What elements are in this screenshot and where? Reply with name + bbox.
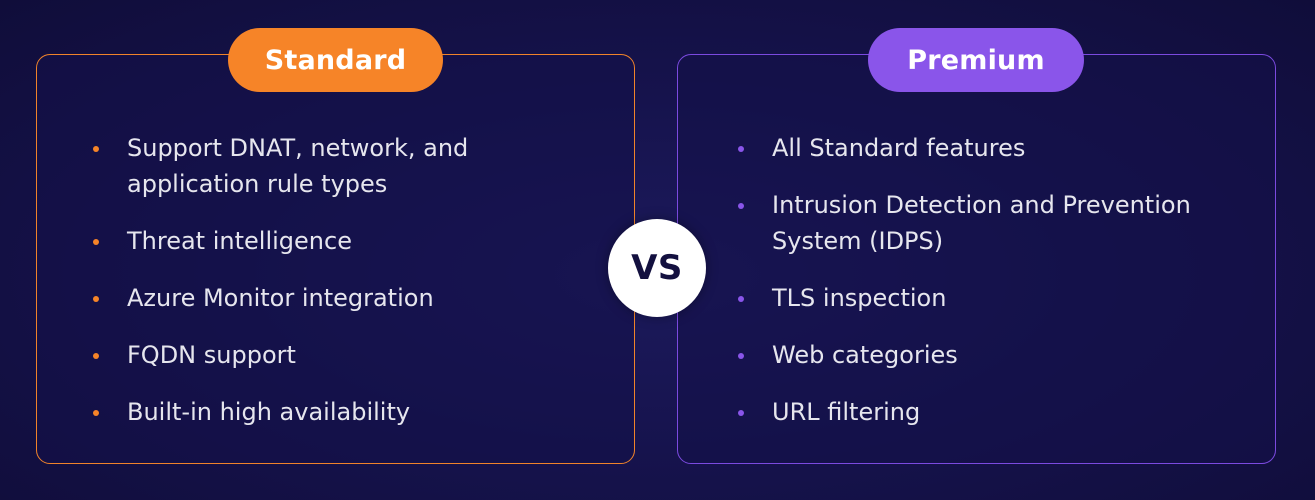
bullet-dot-icon xyxy=(93,296,99,302)
bullet-dot-icon xyxy=(738,146,744,152)
bullet-dot-icon xyxy=(93,353,99,359)
bullet-dot-icon xyxy=(738,353,744,359)
bullet-dot-icon xyxy=(93,146,99,152)
feature-text: Support DNAT, network, and application r… xyxy=(127,134,469,198)
premium-feature-item: TLS inspection xyxy=(738,280,1252,316)
feature-text: Web categories xyxy=(772,341,958,369)
bullet-dot-icon xyxy=(738,410,744,416)
standard-card: Support DNAT, network, and application r… xyxy=(36,54,635,464)
premium-feature-item: All Standard features xyxy=(738,130,1252,166)
bullet-dot-icon xyxy=(738,296,744,302)
bullet-dot-icon xyxy=(93,410,99,416)
standard-feature-list: Support DNAT, network, and application r… xyxy=(93,130,587,451)
standard-tier-badge: Standard xyxy=(228,28,443,92)
bullet-dot-icon xyxy=(738,203,744,209)
vs-badge: VS xyxy=(608,219,706,317)
feature-text: FQDN support xyxy=(127,341,296,369)
feature-text: Threat intelligence xyxy=(127,227,352,255)
feature-text: Intrusion Detection and Prevention Syste… xyxy=(772,191,1191,255)
feature-text: All Standard features xyxy=(772,134,1026,162)
standard-feature-item: Built-in high availability xyxy=(93,394,587,430)
premium-card: All Standard features Intrusion Detectio… xyxy=(677,54,1276,464)
standard-feature-item: FQDN support xyxy=(93,337,587,373)
standard-feature-item: Threat intelligence xyxy=(93,223,587,259)
bullet-dot-icon xyxy=(93,239,99,245)
feature-text: Azure Monitor integration xyxy=(127,284,434,312)
feature-text: TLS inspection xyxy=(772,284,947,312)
premium-tier-badge: Premium xyxy=(868,28,1084,92)
premium-feature-item: URL filtering xyxy=(738,394,1252,430)
feature-text: Built-in high availability xyxy=(127,398,411,426)
premium-feature-item: Intrusion Detection and Prevention Syste… xyxy=(738,187,1252,259)
standard-feature-item: Azure Monitor integration xyxy=(93,280,587,316)
premium-feature-item: Web categories xyxy=(738,337,1252,373)
premium-feature-list: All Standard features Intrusion Detectio… xyxy=(738,130,1252,451)
standard-feature-item: Support DNAT, network, and application r… xyxy=(93,130,587,202)
feature-text: URL filtering xyxy=(772,398,921,426)
